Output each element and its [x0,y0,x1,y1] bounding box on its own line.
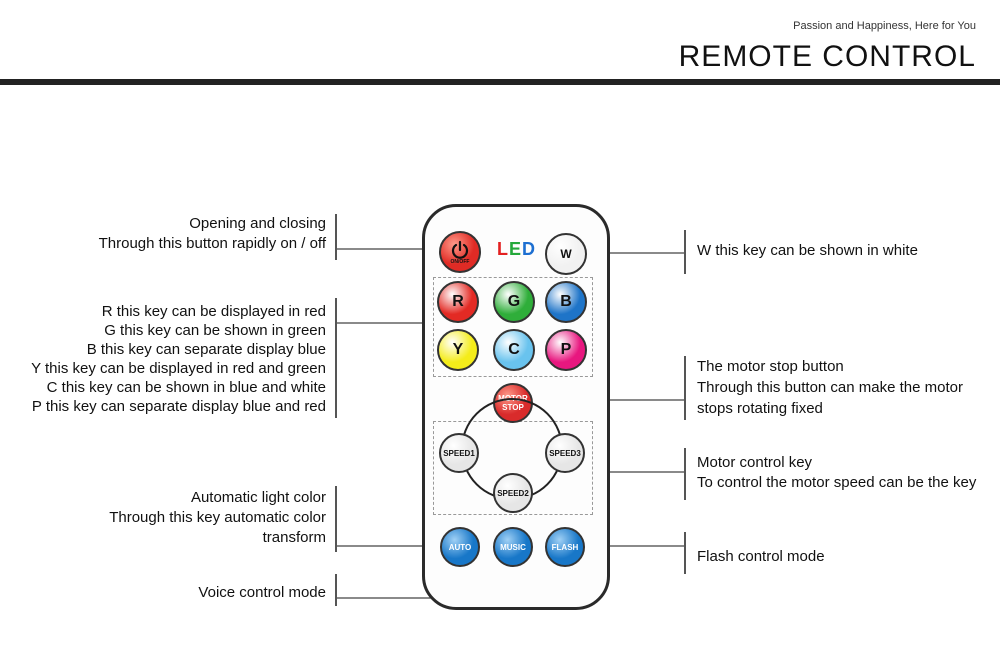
color-key-label: P [560,341,572,358]
mode-key-label: AUTO [448,542,472,552]
power-sublabel: ON/OFF [450,258,470,265]
led-label: LED [497,239,536,260]
annotation-line: R this key can be displayed in red [101,303,326,320]
page-title: REMOTE CONTROL [678,40,976,73]
annotation-line: stops rotating fixed [697,400,823,417]
mode-key-flash[interactable]: FLASH [545,527,585,567]
bar-white [684,230,686,274]
color-key-r[interactable]: R [437,281,479,323]
power-icon [451,240,469,259]
annotation-power: Opening and closing Through this button … [99,214,326,254]
annotation-line: P this key can separate display blue and… [31,398,326,415]
annotation-line: W this key can be shown in white [697,242,918,259]
annotation-line: Y this key can be displayed in red and g… [31,360,326,377]
color-keys-group [433,277,593,377]
annotation-line: Opening and closing [189,215,326,232]
motor-stop-label-2: STOP [502,403,524,412]
annotation-line: G this key can be shown in green [104,322,326,339]
annotation-line: transform [262,529,326,546]
speed-key-3[interactable]: SPEED2 [493,473,533,513]
header-rule [0,79,1000,85]
annotation-line: Through this button rapidly on / off [98,235,326,252]
color-key-label: Y [452,341,464,358]
annotation-line: B this key can separate display blue [86,341,326,358]
annotation-speed: Motor control key To control the motor s… [697,453,976,493]
speed-key-label: SPEED1 [443,448,475,458]
color-key-label: G [507,293,521,310]
bar-motor-stop [684,356,686,420]
mode-key-label: MUSIC [500,542,526,552]
white-button[interactable]: W [545,233,587,275]
color-key-c[interactable]: C [493,329,535,371]
tagline: Passion and Happiness, Here for You [793,20,976,32]
annotation-line: Through this key automatic color [109,509,326,526]
bar-colors [335,298,337,418]
annotation-line: Voice control mode [198,584,326,601]
annotation-line: C this key can be shown in blue and whit… [46,379,326,396]
annotation-line: To control the motor speed can be the ke… [697,474,977,491]
bar-flash [684,532,686,574]
annotation-music: Voice control mode [198,583,326,603]
speed-key-1[interactable]: SPEED1 [439,433,479,473]
color-key-y[interactable]: Y [437,329,479,371]
annotation-colors: R this key can be displayed in red G thi… [31,302,326,416]
led-letter: D [522,239,537,259]
led-letter: L [497,239,509,259]
mode-key-label: FLASH [551,542,579,552]
annotation-line: The motor stop button [697,358,844,375]
mode-key-music[interactable]: MUSIC [493,527,533,567]
led-letter: E [509,239,523,259]
bar-music [335,574,337,606]
color-key-g[interactable]: G [493,281,535,323]
annotation-line: Through this button can make the motor [697,379,963,396]
color-key-p[interactable]: P [545,329,587,371]
speed-key-label: SPEED3 [549,448,581,458]
color-key-label: B [560,293,572,310]
white-button-label: W [560,247,572,261]
annotation-line: Flash control mode [697,548,825,565]
color-key-b[interactable]: B [545,281,587,323]
color-key-label: C [508,341,520,358]
annotation-motor-stop: The motor stop button Through this butto… [697,356,963,419]
annotation-flash: Flash control mode [697,547,825,567]
bar-speed [684,448,686,500]
annotation-line: Motor control key [697,454,813,471]
speed-key-2[interactable]: SPEED3 [545,433,585,473]
speed-key-label: SPEED2 [497,488,529,498]
power-button[interactable]: ON/OFF [439,231,481,273]
bar-power [335,214,337,260]
color-key-label: R [452,293,464,310]
mode-key-auto[interactable]: AUTO [440,527,480,567]
bar-auto [335,486,337,552]
annotation-white: W this key can be shown in white [697,241,918,261]
annotation-line: Automatic light color [190,489,326,506]
annotation-auto: Automatic light color Through this key a… [109,488,326,548]
